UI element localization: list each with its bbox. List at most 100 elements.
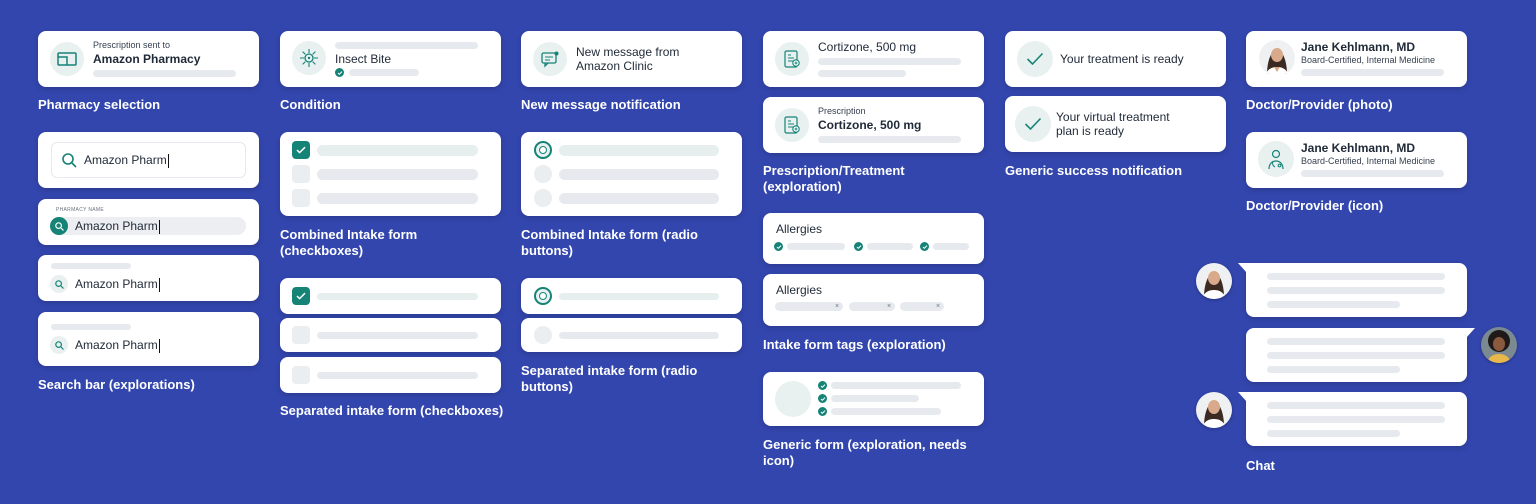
search-card-2: PHARMACY NAME Amazon Pharm	[38, 199, 259, 245]
check-dot-icon	[774, 242, 783, 251]
message-icon	[533, 42, 567, 76]
checkmark-icon	[1015, 106, 1051, 142]
doctor-icon-label: Doctor/Provider (icon)	[1246, 198, 1384, 213]
new-message-label: New message notification	[521, 97, 681, 112]
placeholder-bar	[787, 243, 845, 250]
success-message: Your treatment is ready	[1060, 52, 1184, 66]
prescription-card-2[interactable]: Prescription Cortizone, 500 mg	[763, 97, 984, 153]
success-card-1[interactable]: Your treatment is ready	[1005, 31, 1226, 87]
prescription-icon	[775, 108, 809, 142]
placeholder-bar	[51, 263, 131, 269]
search-card-4: Amazon Pharm	[38, 312, 259, 366]
search-input-value: Amazon Pharm	[84, 153, 169, 168]
doctor-icon-card[interactable]: Jane Kehlmann, MD Board-Certified, Inter…	[1246, 132, 1467, 188]
placeholder-bar	[559, 169, 719, 180]
pharmacy-card[interactable]: Prescription sent to Amazon Pharmacy	[38, 31, 259, 87]
combined-radio-card	[521, 132, 742, 216]
doctor-name: Jane Kehlmann, MD	[1301, 141, 1416, 155]
radio-selected[interactable]	[534, 141, 552, 159]
search-input[interactable]: Amazon Pharm	[50, 335, 246, 355]
radio[interactable]	[534, 189, 552, 207]
allergies-title: Allergies	[776, 283, 823, 297]
placeholder-bar	[1267, 366, 1400, 373]
chat-avatar-patient	[1481, 327, 1517, 363]
checkbox[interactable]	[292, 189, 310, 207]
chat-bubble-incoming	[1238, 263, 1467, 317]
success-card-2[interactable]: Your virtual treatment plan is ready	[1005, 96, 1226, 152]
search-input-value: Amazon Pharm	[75, 219, 160, 234]
search-icon	[62, 153, 77, 168]
placeholder-bar	[1267, 402, 1445, 409]
placeholder-bar	[1267, 352, 1445, 359]
check-dot-icon	[335, 68, 344, 77]
generic-form-label: Generic form (exploration, needs icon)	[763, 437, 967, 468]
separated-checkbox-2[interactable]	[280, 318, 501, 352]
pharmacy-name: Amazon Pharmacy	[93, 52, 201, 66]
radio[interactable]	[534, 326, 552, 344]
placeholder-bar	[559, 293, 719, 300]
new-message-card[interactable]: New message from Amazon Clinic	[521, 31, 742, 87]
package-icon	[50, 42, 84, 76]
checkbox-checked[interactable]	[292, 141, 310, 159]
chat-bubble-incoming	[1238, 392, 1467, 446]
placeholder-bar	[317, 372, 478, 379]
message-line-2: Amazon Clinic	[576, 59, 653, 73]
tag-remove-icon[interactable]: ×	[887, 303, 892, 310]
virus-icon	[292, 41, 326, 75]
search-field-label: PHARMACY NAME	[56, 207, 104, 213]
search-input-value: Amazon Pharm	[75, 338, 160, 353]
check-dot-icon	[818, 407, 827, 416]
tag-chip[interactable]	[849, 302, 895, 311]
checkbox[interactable]	[292, 326, 310, 344]
placeholder-bar	[933, 243, 969, 250]
placeholder-bar	[867, 243, 913, 250]
doctor-photo-card[interactable]: Jane Kehlmann, MD Board-Certified, Inter…	[1246, 31, 1467, 87]
tag-chip[interactable]	[900, 302, 944, 311]
placeholder-bar	[335, 42, 478, 49]
separated-radio-2[interactable]	[521, 318, 742, 352]
success-message-line-2: plan is ready	[1056, 124, 1125, 138]
tag-chip[interactable]	[775, 302, 843, 311]
prescription-drug: Cortizone, 500 mg	[818, 40, 917, 54]
search-icon	[50, 275, 68, 293]
allergies-card-1: Allergies	[763, 213, 984, 264]
placeholder-bar	[818, 136, 961, 143]
checkbox[interactable]	[292, 165, 310, 183]
placeholder-bar	[1267, 430, 1400, 437]
search-bar-label: Search bar (explorations)	[38, 377, 195, 392]
separated-radio-1[interactable]	[521, 278, 742, 314]
placeholder-bar	[831, 382, 961, 389]
success-label: Generic success notification	[1005, 163, 1183, 178]
placeholder-bar	[317, 145, 478, 156]
prescription-label: Prescription/Treatment (exploration)	[763, 163, 905, 194]
placeholder-bar	[831, 408, 941, 415]
placeholder-bar	[93, 70, 236, 77]
chat-label: Chat	[1246, 458, 1275, 473]
doctor-name: Jane Kehlmann, MD	[1301, 40, 1416, 54]
prescription-icon	[775, 42, 809, 76]
search-input[interactable]: Amazon Pharm	[50, 274, 246, 294]
radio-selected[interactable]	[534, 287, 552, 305]
placeholder-bar	[559, 145, 719, 156]
placeholder-bar	[1267, 287, 1445, 294]
search-input[interactable]: Amazon Pharm	[51, 142, 246, 178]
combined-checkbox-card	[280, 132, 501, 216]
checkbox[interactable]	[292, 366, 310, 384]
check-dot-icon	[818, 394, 827, 403]
tag-remove-icon[interactable]: ×	[835, 303, 840, 310]
search-card-1: Amazon Pharm	[38, 132, 259, 188]
search-input[interactable]: Amazon Pharm	[50, 217, 246, 235]
placeholder-bar	[1267, 273, 1445, 280]
separated-checkbox-1[interactable]	[280, 278, 501, 314]
condition-card[interactable]: Insect Bite	[280, 31, 501, 87]
placeholder-bar	[317, 169, 478, 180]
radio[interactable]	[534, 165, 552, 183]
separated-radio-label: Separated intake form (radio buttons)	[521, 363, 698, 394]
checkbox-checked[interactable]	[292, 287, 310, 305]
tag-remove-icon[interactable]: ×	[936, 303, 941, 310]
placeholder-bar	[317, 193, 478, 204]
separated-checkbox-3[interactable]	[280, 357, 501, 393]
check-dot-icon	[920, 242, 929, 251]
placeholder-bar	[1267, 338, 1445, 345]
prescription-card-1[interactable]: Cortizone, 500 mg	[763, 31, 984, 87]
